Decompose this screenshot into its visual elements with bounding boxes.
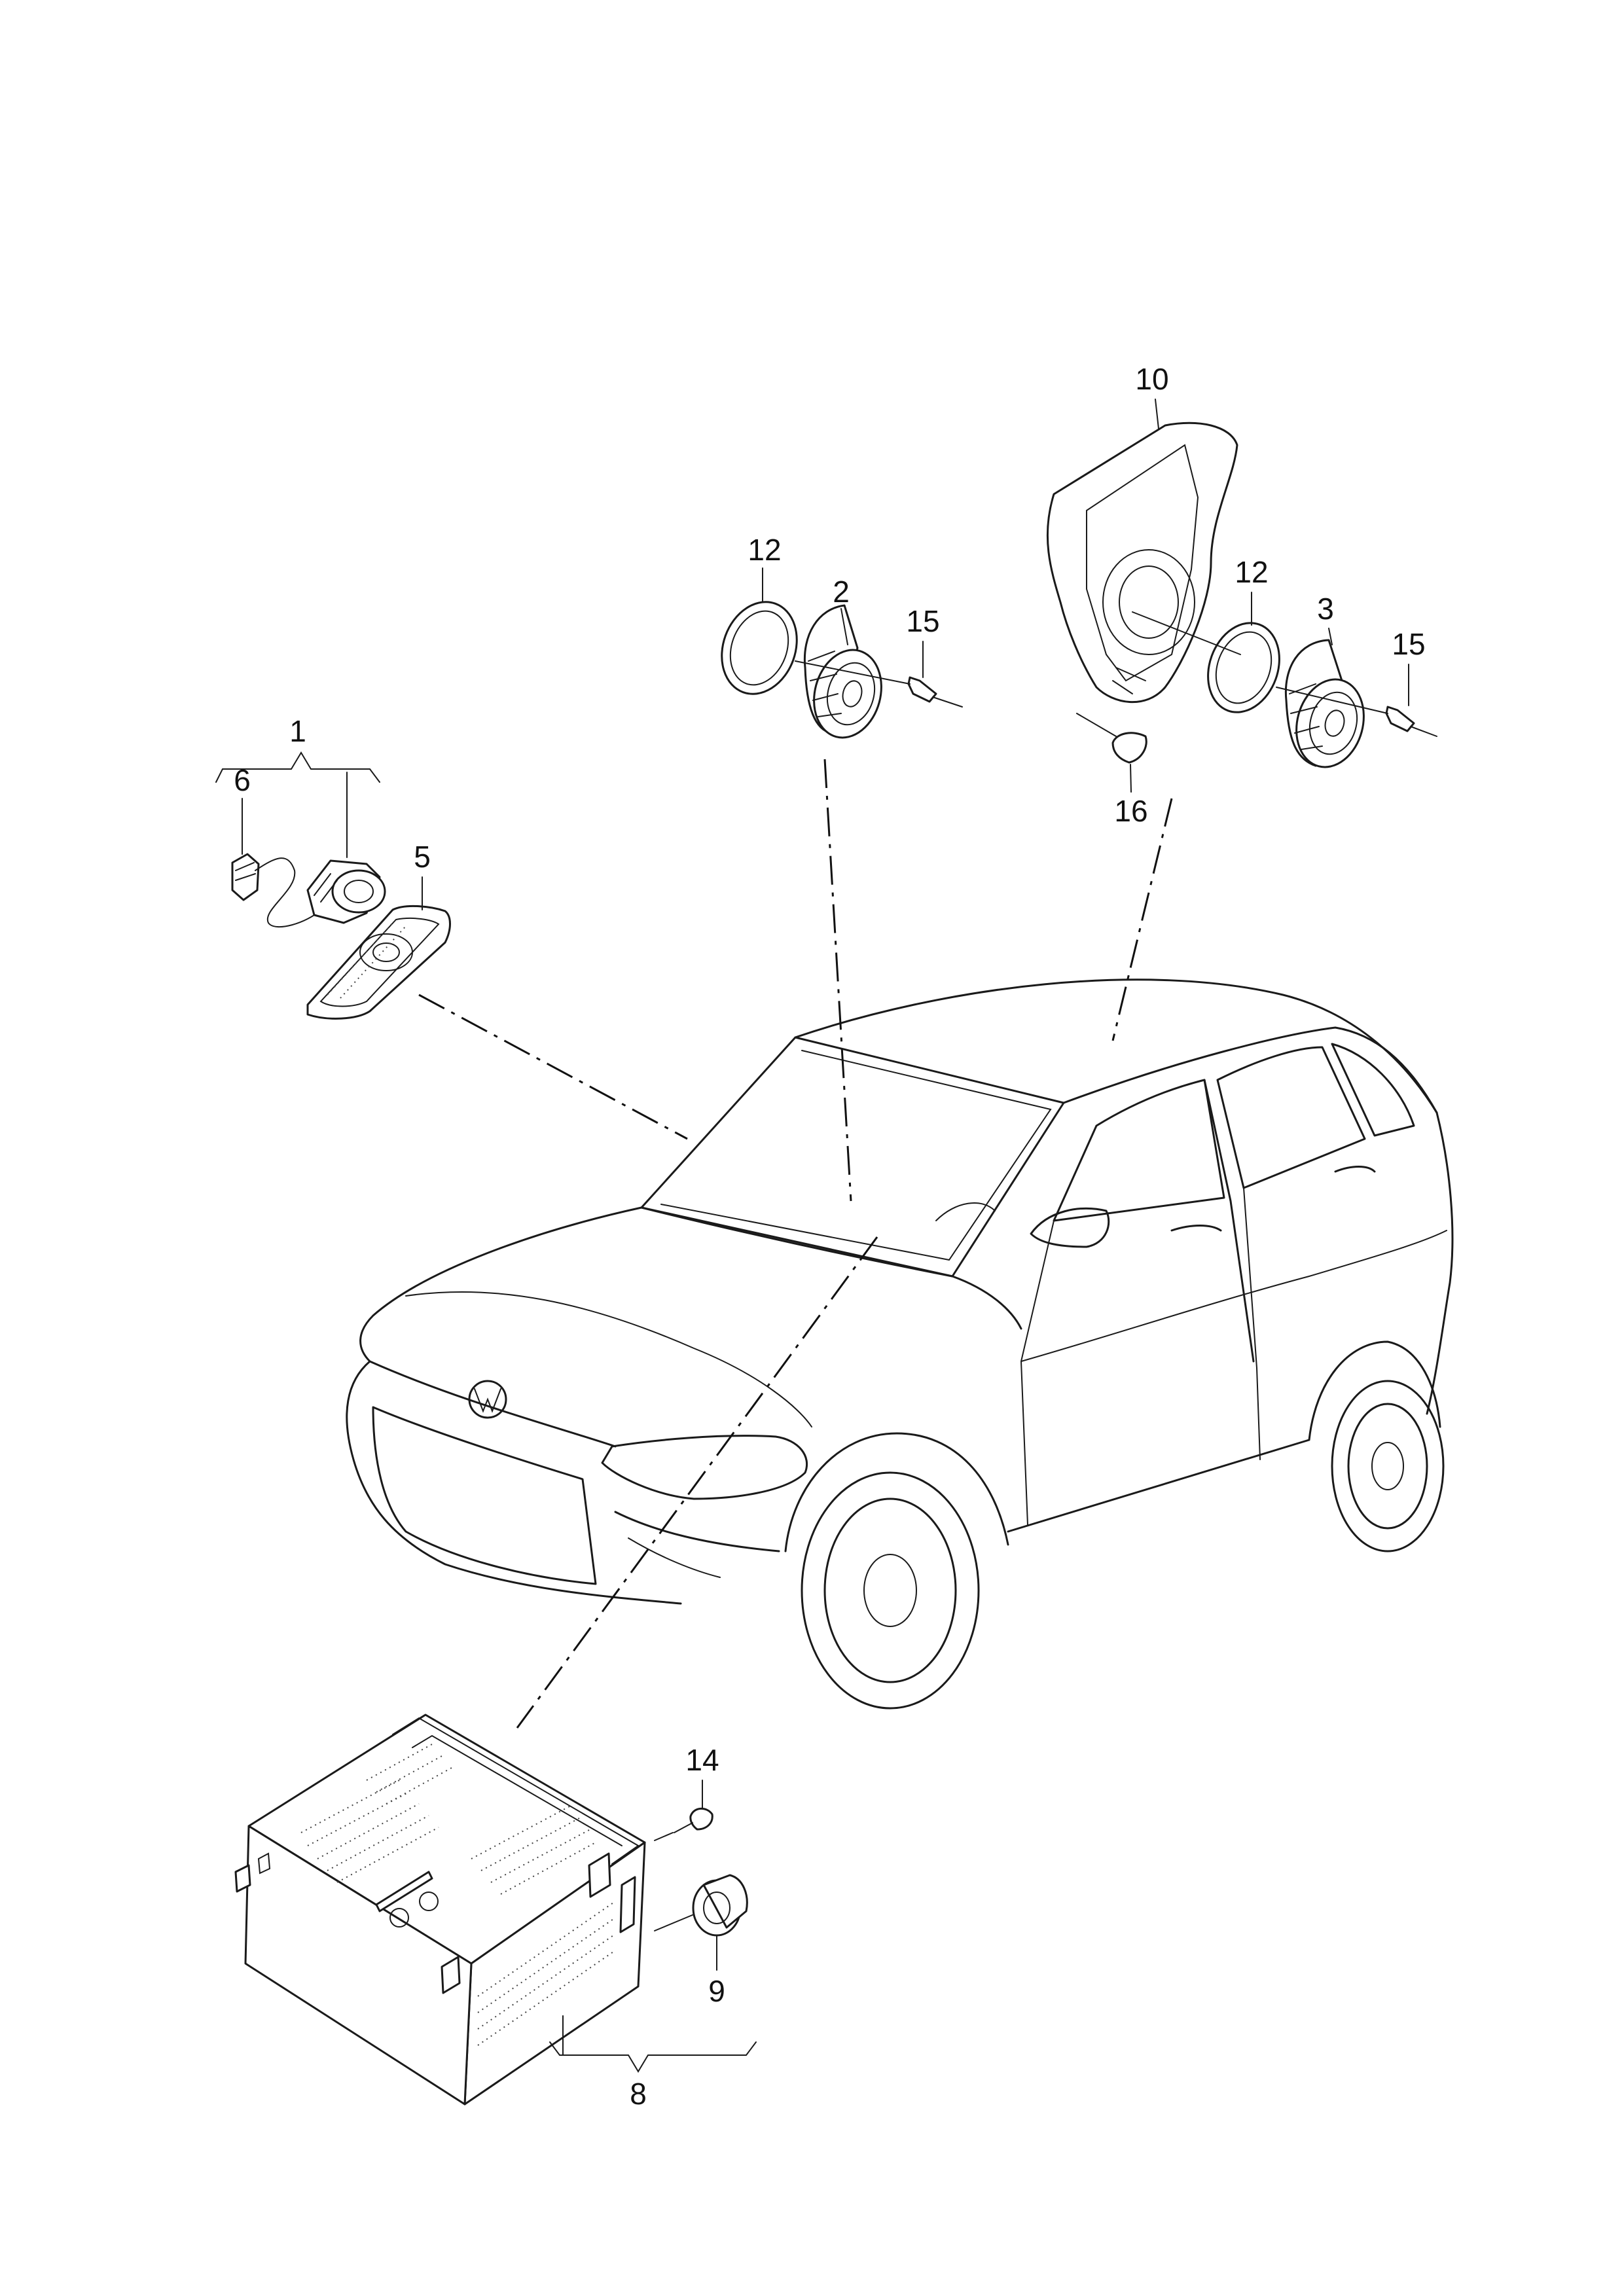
callout-labels: 1 2 3 5 6 8 9 10 12 12 14 15 15 16: [234, 362, 1425, 2111]
callout-8: 8: [630, 2077, 647, 2111]
mid-speaker-center: [721, 601, 963, 739]
callout-15-right: 15: [1392, 627, 1425, 661]
reference-lines: [418, 759, 1173, 1729]
door-speaker-housing: [1046, 422, 1437, 768]
control-unit: [234, 1713, 748, 2106]
callout-14: 14: [685, 1743, 719, 1777]
callout-3: 3: [1317, 592, 1334, 626]
callout-2: 2: [833, 575, 850, 609]
callout-5: 5: [414, 840, 431, 874]
callout-12-center: 12: [748, 533, 781, 567]
tweeter-assembly: [231, 853, 386, 928]
callout-6: 6: [234, 763, 251, 797]
tweeter-cover: [306, 905, 451, 1020]
car-body: [346, 978, 1454, 1710]
callout-16: 16: [1114, 794, 1147, 828]
callout-12-right: 12: [1235, 555, 1268, 589]
callout-15-center: 15: [906, 604, 939, 638]
callout-10: 10: [1135, 362, 1168, 396]
callout-1: 1: [289, 714, 306, 748]
callout-9: 9: [708, 1974, 725, 2008]
leader-lines: [215, 399, 1409, 2073]
